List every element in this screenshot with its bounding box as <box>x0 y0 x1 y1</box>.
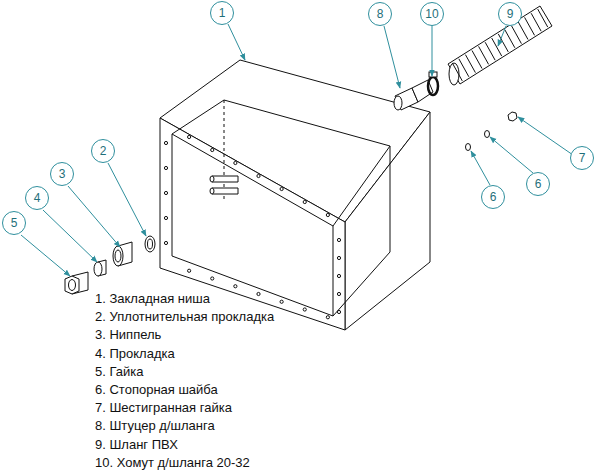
flange-hole <box>326 316 329 319</box>
flange-hole <box>164 166 167 169</box>
part-list-item: 7. Шестигранная гайка <box>95 400 232 416</box>
part-list-item: 5. Гайка <box>95 364 143 380</box>
callout-number: 10 <box>420 2 444 26</box>
flange-hole <box>280 300 283 303</box>
flange-hole <box>188 135 191 138</box>
leader-line <box>471 151 490 185</box>
part-list-item: 6. Стопорная шайба <box>95 382 218 398</box>
leader-line <box>43 210 97 262</box>
leader-line <box>21 235 70 276</box>
leader-line <box>518 117 573 155</box>
hex-nut <box>508 112 517 121</box>
callout-number: 7 <box>570 146 594 170</box>
hose-rib <box>459 59 469 77</box>
leader-line <box>108 163 146 236</box>
clamp-screw <box>429 72 437 77</box>
part-list-item: 4. Прокладка <box>95 346 175 362</box>
part-list-item: 10. Хомут д/шланга 20-32 <box>95 455 250 471</box>
flange-hole <box>164 191 167 194</box>
callout-number: 6 <box>481 185 505 209</box>
hose-rib <box>538 9 548 27</box>
flange-hole <box>303 308 306 311</box>
flange-hole <box>234 285 237 288</box>
leader-line <box>432 26 433 76</box>
flange-hole <box>164 216 167 219</box>
flange-hole <box>211 277 214 280</box>
hose-rib <box>452 63 462 81</box>
nut-bore <box>69 280 76 291</box>
hose-fitting-face <box>394 96 402 110</box>
hose-rib <box>525 17 535 35</box>
inner-corner <box>333 252 390 316</box>
callout-number: 9 <box>498 2 522 26</box>
part-list-item: 1. Закладная ниша <box>95 291 210 307</box>
hose-rib <box>531 13 541 31</box>
callout-number: 3 <box>50 162 74 186</box>
lock-washer <box>485 131 490 138</box>
inner-corner <box>390 146 391 252</box>
hose-rib <box>511 26 521 44</box>
flange-hole <box>188 269 191 272</box>
callout-number: 5 <box>2 211 26 235</box>
part-list-item: 9. Шланг ПВХ <box>95 437 178 453</box>
leader-line <box>384 26 400 88</box>
hose-clamp <box>428 77 438 95</box>
callout-number: 1 <box>210 1 234 25</box>
flange-hole <box>303 200 306 203</box>
gasket-face <box>94 262 102 276</box>
flange-hole <box>257 174 260 177</box>
niche-opening <box>172 134 333 316</box>
niche-body <box>160 60 430 330</box>
flange-hole <box>164 241 167 244</box>
right-fittings <box>394 6 552 151</box>
hose-rib <box>472 51 482 69</box>
hose-rib <box>465 55 475 73</box>
flange-hole <box>337 256 340 259</box>
lock-washer <box>466 144 471 151</box>
inner-corner <box>224 100 225 200</box>
hose-rib <box>498 34 508 52</box>
stub-end <box>210 176 214 182</box>
nut-hex <box>65 276 79 294</box>
gasket-ring-hole <box>148 239 153 249</box>
inner-back-edge <box>172 100 390 226</box>
stub <box>212 188 238 194</box>
niche-side <box>345 112 430 330</box>
leader-line <box>490 137 533 173</box>
leader-line <box>228 24 245 60</box>
leader-line <box>68 186 120 247</box>
hose-rib <box>485 42 495 60</box>
flange-hole <box>337 310 340 313</box>
flange-hole <box>234 161 237 164</box>
callout-number: 4 <box>25 186 49 210</box>
leader-lines <box>21 24 573 276</box>
hose-rib <box>479 46 489 64</box>
stub <box>212 176 238 182</box>
gasket-ring <box>145 236 155 252</box>
flange-hole <box>337 238 340 241</box>
flange-hole <box>326 213 329 216</box>
nipple-face <box>113 246 123 266</box>
nipple-stubs <box>210 176 238 194</box>
flange-hole <box>257 292 260 295</box>
flange-hole <box>337 274 340 277</box>
flange-hole <box>164 141 167 144</box>
callout-number: 8 <box>368 2 392 26</box>
hose-rib <box>518 22 528 40</box>
hose-rib <box>505 30 515 48</box>
callout-number: 6 <box>526 172 550 196</box>
part-list-item: 2. Уплотнительная прокладка <box>95 309 274 325</box>
part-list-item: 8. Штуцер д/шланга <box>95 418 215 434</box>
part-list-item: 3. Ниппель <box>95 327 161 343</box>
nipple-bore <box>115 250 121 262</box>
flange-hole <box>280 187 283 190</box>
leader-line <box>498 26 506 46</box>
flange-hole <box>337 292 340 295</box>
callout-number: 2 <box>91 139 115 163</box>
stub-end <box>210 188 214 194</box>
flange-hole <box>211 148 214 151</box>
